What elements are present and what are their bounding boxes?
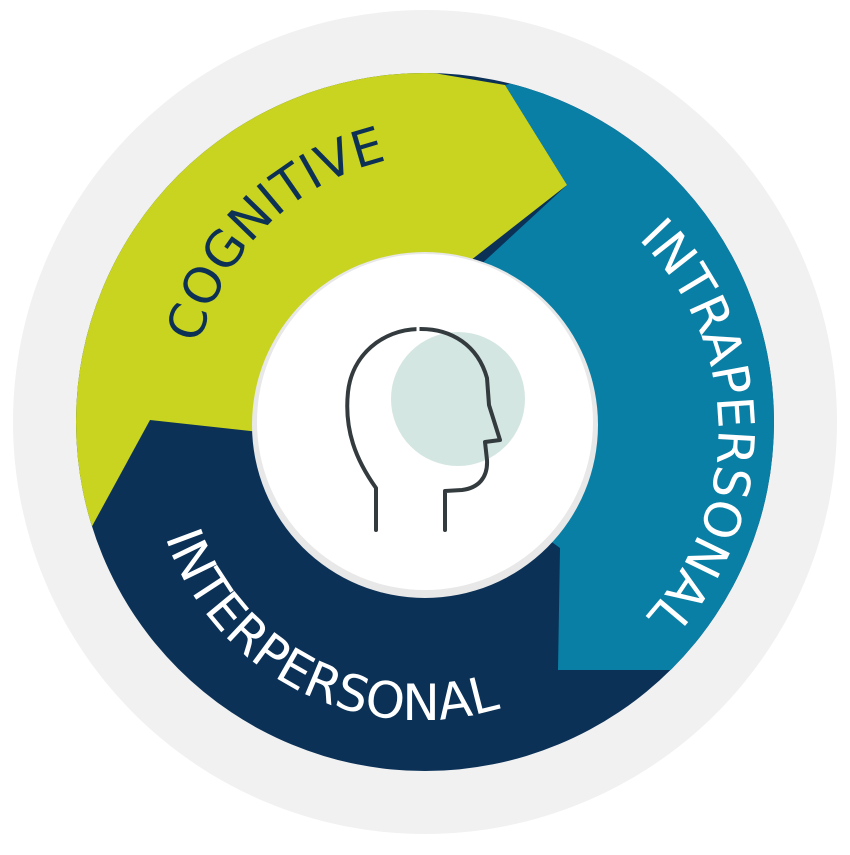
human-head-profile-icon: [345, 324, 525, 532]
head-accent-circle: [391, 332, 525, 466]
